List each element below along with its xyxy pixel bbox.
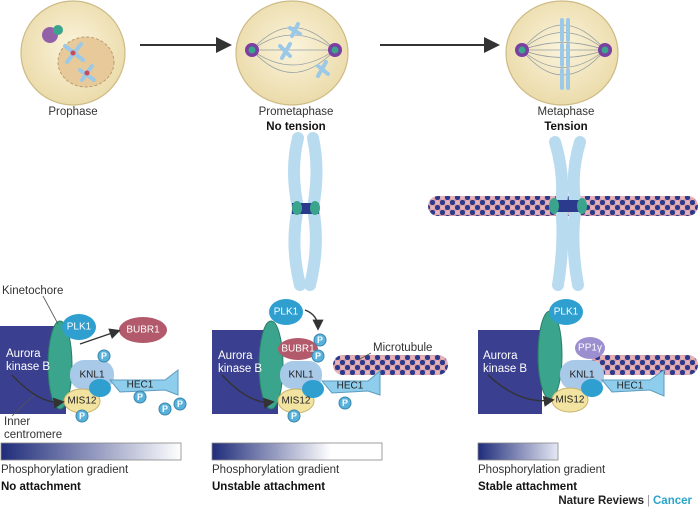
phospho-label: P	[314, 351, 322, 361]
knl1-label: KNL1	[288, 369, 314, 381]
gradient-bar	[211, 442, 383, 461]
knl1-label: KNL1	[569, 369, 595, 381]
plk1-label: PLK1	[553, 306, 579, 318]
chromosome-tension	[549, 136, 587, 291]
bubr1-shape	[119, 317, 167, 343]
stage-subtitle-prometaphase: No tension	[266, 121, 326, 133]
phospho-label: P	[161, 404, 169, 414]
bubr1-label: BUBR1	[126, 324, 160, 336]
arrow-to-bubr1	[79, 328, 121, 345]
attachment-label: Unstable attachment	[212, 481, 326, 493]
inner-centromere-label-line1: Inner	[4, 416, 31, 428]
phospho-sites	[75, 349, 187, 423]
hec1-head	[302, 380, 324, 398]
kinetochore-shape	[258, 320, 284, 410]
kinetochore-leader	[42, 295, 59, 325]
plk1-shape	[549, 299, 583, 325]
metaphase-cell	[505, 0, 619, 106]
plk1-label: PLK1	[273, 306, 299, 318]
stage-label-metaphase: Metaphase	[537, 106, 595, 118]
microtubule-label: Microtubule	[373, 342, 433, 354]
panel-unstable-attachment	[211, 299, 448, 461]
arrow-aurora-to-kinetochore	[221, 374, 275, 409]
aurora-label-line1: Aurora	[218, 350, 253, 362]
phospho-label: P	[316, 335, 324, 345]
prophase-cell	[20, 0, 126, 106]
plk1-label: PLK1	[66, 321, 92, 333]
gradient-label: Phosphorylation gradient	[1, 464, 129, 476]
stage-subtitle-metaphase: Tension	[544, 121, 588, 133]
arrow-plk1	[304, 309, 324, 331]
kinetochore-shape	[47, 320, 73, 410]
phospho-sites	[287, 333, 352, 423]
arrow-aurora-to-kinetochore	[11, 374, 65, 409]
panel-no-attachment	[0, 295, 187, 461]
phospho-label: P	[176, 399, 184, 409]
pp1-shape	[575, 337, 605, 359]
hec1-label: HEC1	[336, 380, 364, 392]
knl1-label: KNL1	[79, 369, 105, 381]
plk1-shape	[62, 314, 96, 340]
microtubule-shape	[590, 355, 698, 375]
hec1-head	[89, 379, 111, 397]
plk1-shape	[269, 299, 303, 325]
arrow-aurora-to-kinetochore	[487, 374, 555, 407]
attachment-label: No attachment	[1, 481, 81, 493]
attachment-label: Stable attachment	[478, 481, 578, 493]
bubr1-shape	[278, 338, 318, 360]
aurora-label-line1: Aurora	[6, 348, 41, 360]
pp1-label: PP1γ	[578, 342, 602, 354]
mis12-label: MIS12	[555, 394, 585, 406]
kinetochore-label: Kinetochore	[2, 285, 64, 297]
hec1-label: HEC1	[616, 380, 644, 392]
phospho-label: P	[100, 351, 108, 361]
hec1-label: HEC1	[126, 379, 154, 391]
gradient-bar	[0, 442, 182, 461]
hec1-tail	[600, 369, 665, 397]
stage-label-prometaphase: Prometaphase	[258, 106, 334, 118]
phospho-label: P	[136, 392, 144, 402]
microtubule-shape	[333, 355, 448, 375]
hec1-tail	[108, 368, 179, 396]
hec1-tail	[320, 369, 381, 396]
phospho-label: P	[290, 411, 298, 421]
stage-label-prophase: Prophase	[48, 106, 98, 118]
mis12-label: MIS12	[281, 395, 311, 407]
journal-section: Cancer	[653, 495, 692, 507]
gradient-label: Phosphorylation gradient	[212, 464, 340, 476]
prometaphase-cell	[235, 0, 349, 106]
inner-centromere-label-line2: centromere	[4, 429, 63, 441]
phospho-label: P	[78, 411, 86, 421]
mis12-label: MIS12	[67, 395, 97, 407]
journal-credit: Nature Reviews|Cancer	[558, 495, 692, 507]
aurora-label-line2: kinase B	[218, 363, 263, 375]
gradient-label: Phosphorylation gradient	[478, 464, 606, 476]
hec1-head	[581, 379, 603, 397]
phospho-label: P	[341, 398, 349, 408]
kinetochore-shape	[537, 310, 563, 400]
gradient-bar	[477, 442, 559, 461]
panel-stable-attachment	[477, 299, 698, 461]
aurora-label-line2: kinase B	[6, 361, 51, 373]
aurora-label-line2: kinase B	[483, 363, 528, 375]
inner-centromere-leader	[11, 394, 35, 417]
bubr1-label: BUBR1	[281, 343, 315, 355]
journal-name: Nature Reviews	[558, 495, 644, 507]
aurora-label-line1: Aurora	[483, 350, 518, 362]
chromosome-no-tension	[288, 132, 323, 291]
